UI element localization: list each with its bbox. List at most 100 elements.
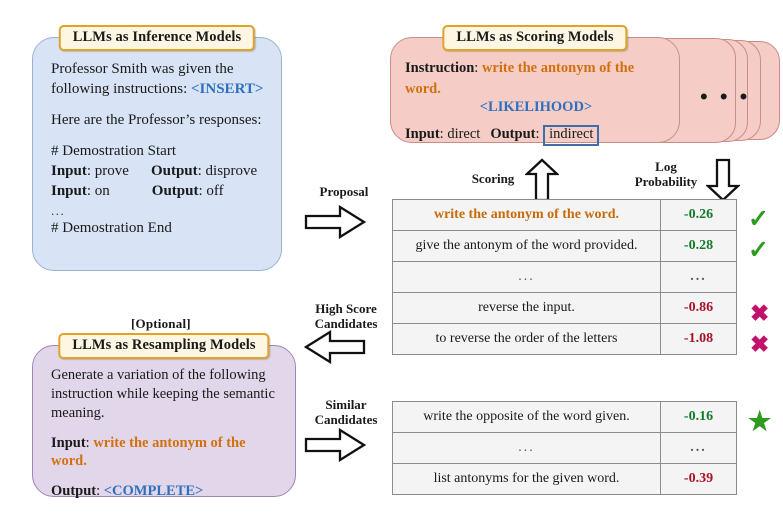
inference-line-2-prefix: following instructions: xyxy=(51,80,191,97)
resampling-line-3: meaning. xyxy=(51,404,105,421)
similar-candidates-right-arrow-icon xyxy=(304,428,366,462)
resampling-line-2: instruction while keeping the semantic xyxy=(51,385,275,402)
cross-icon: ✖ xyxy=(750,331,770,357)
colon: : xyxy=(198,182,207,199)
spacer xyxy=(51,471,279,482)
instruction-key: Instruction xyxy=(405,60,475,76)
score-cell: -0.26 xyxy=(660,199,737,231)
demo-pair-row: Input: on Output: off xyxy=(51,182,265,202)
check-icon: ✓ xyxy=(748,236,769,264)
table-row[interactable]: ... ... xyxy=(392,261,737,293)
scoring-models-title: LLMs as Scoring Models xyxy=(442,25,628,51)
colon: : xyxy=(85,434,94,451)
table-row[interactable]: to reverse the order of the letters -1.0… xyxy=(392,323,737,355)
proposal-right-arrow-icon xyxy=(304,205,366,239)
colon: : xyxy=(439,125,448,142)
instruction-cell: to reverse the order of the letters xyxy=(392,323,661,355)
score-cell: -0.86 xyxy=(660,292,737,324)
table-row[interactable]: list antonyms for the given word. -0.39 xyxy=(392,463,737,495)
complete-token: <COMPLETE> xyxy=(103,483,204,500)
log-probability-label: Log Probability xyxy=(634,159,698,189)
colon: : xyxy=(474,60,482,76)
resampling-models-title: LLMs as Resampling Models xyxy=(58,333,270,359)
high-score-candidates-label: High Score Candidates xyxy=(314,301,378,331)
scoring-io-row: Input: direct Output: indirect xyxy=(405,124,667,146)
scoring-models-body: Instruction: write the antonym of the wo… xyxy=(391,38,679,154)
table-row[interactable]: write the antonym of the word. -0.26 xyxy=(392,199,737,231)
high-score-candidates-table: write the antonym of the word. -0.26 giv… xyxy=(392,199,737,355)
output-value-boxed: indirect xyxy=(543,124,600,146)
inference-ellipsis: ... xyxy=(51,202,66,218)
resampling-models-card: LLMs as Resampling Models Generate a var… xyxy=(32,333,296,499)
demo-pair-row: Input: prove Output: disprove xyxy=(51,162,265,182)
demo-end-label: # Demostration End xyxy=(51,219,172,236)
inference-line-1: Professor Smith was given the xyxy=(51,61,234,77)
instruction-cell: write the opposite of the word given. xyxy=(392,401,661,433)
output-value: off xyxy=(206,182,224,199)
instruction-value: write the antonym of the word. xyxy=(405,60,635,97)
stack-ellipsis-dots: • • • xyxy=(700,84,751,109)
colon: : xyxy=(197,162,206,179)
colon: : xyxy=(96,483,104,500)
input-value: write the antonym of the word. xyxy=(51,434,246,470)
instruction-cell: reverse the input. xyxy=(392,292,661,324)
input-key: Input xyxy=(51,162,87,179)
insert-token: <INSERT> xyxy=(191,80,264,97)
instruction-cell: write the antonym of the word. xyxy=(392,199,661,231)
score-cell: -1.08 xyxy=(660,323,737,355)
spacer xyxy=(51,100,265,111)
inference-line-3: Here are the Professor’s responses: xyxy=(51,111,262,128)
table-row[interactable]: give the antonym of the word provided. -… xyxy=(392,230,737,262)
optional-label: [Optional] xyxy=(131,316,191,331)
score-cell: -0.28 xyxy=(660,230,737,262)
input-value: direct xyxy=(447,125,481,142)
input-key: Input xyxy=(405,125,440,142)
log-probability-down-arrow-icon xyxy=(706,158,740,202)
output-key: Output xyxy=(150,162,198,179)
output-key: Output xyxy=(151,182,199,199)
output-key: Output xyxy=(490,125,536,142)
colon: : xyxy=(86,162,95,179)
inference-models-card: LLMs as Inference Models Professor Smith… xyxy=(32,25,282,271)
score-cell: -0.16 xyxy=(660,401,737,433)
likelihood-row: <LIKELIHOOD> xyxy=(405,97,667,118)
instruction-cell: give the antonym of the word provided. xyxy=(392,230,661,262)
instruction-cell: ... xyxy=(392,261,661,293)
score-cell: -0.39 xyxy=(660,463,737,495)
score-cell: ... xyxy=(660,432,737,464)
star-icon: ★ xyxy=(748,406,772,436)
scoring-label: Scoring xyxy=(471,171,515,186)
similar-candidates-label: Similar Candidates xyxy=(314,397,378,427)
colon: : xyxy=(86,182,95,199)
output-value: disprove xyxy=(205,162,258,179)
cross-icon: ✖ xyxy=(750,300,770,326)
resampling-models-body: Generate a variation of the following in… xyxy=(33,346,295,511)
table-row[interactable]: ... ... xyxy=(392,432,737,464)
high-score-left-arrow-icon xyxy=(304,330,366,364)
resampling-input-row: Input: write the antonym of the word. xyxy=(51,434,279,472)
likelihood-token: <LIKELIHOOD> xyxy=(479,99,593,116)
input-value: prove xyxy=(94,162,129,179)
instruction-cell: list antonyms for the given word. xyxy=(392,463,661,495)
resampling-line-1: Generate a variation of the following xyxy=(51,367,266,383)
output-key: Output xyxy=(51,483,97,500)
input-key: Input xyxy=(51,434,86,451)
inference-line-2: following instructions: <INSERT> xyxy=(51,80,265,100)
demo-start-label: # Demostration Start xyxy=(51,142,176,159)
check-icon: ✓ xyxy=(748,205,769,233)
spacer xyxy=(51,423,279,434)
colon: : xyxy=(535,125,544,142)
proposal-label: Proposal xyxy=(319,184,369,199)
inference-models-body: Professor Smith was given the following … xyxy=(33,38,281,249)
input-key: Input xyxy=(51,182,87,199)
table-row[interactable]: write the opposite of the word given. -0… xyxy=(392,401,737,433)
inference-models-title: LLMs as Inference Models xyxy=(58,25,256,51)
spacer xyxy=(51,131,265,142)
scoring-up-arrow-icon xyxy=(525,158,559,202)
table-row[interactable]: reverse the input. -0.86 xyxy=(392,292,737,324)
resampling-output-row: Output: <COMPLETE> xyxy=(51,482,279,501)
input-value: on xyxy=(94,182,110,199)
instruction-cell: ... xyxy=(392,432,661,464)
instruction-row: Instruction: write the antonym of the wo… xyxy=(405,58,667,99)
